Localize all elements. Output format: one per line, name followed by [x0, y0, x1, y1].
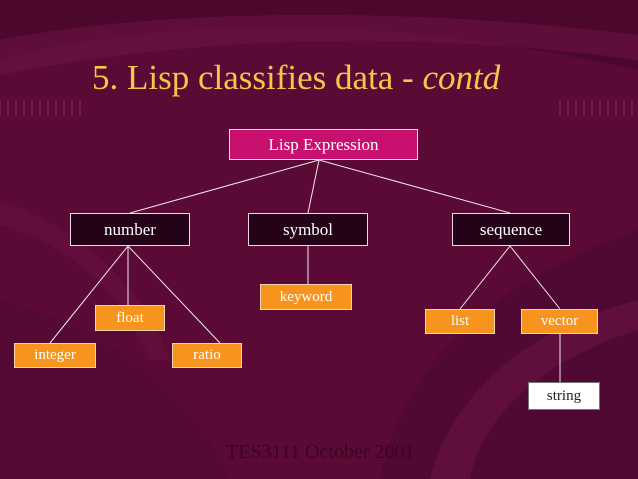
node-number: number	[70, 213, 190, 246]
edge-sequence-list	[459, 245, 511, 310]
node-keyword: keyword	[260, 284, 352, 310]
edge-root-sequence	[318, 159, 511, 214]
node-string: string	[528, 382, 600, 410]
node-vector: vector	[521, 309, 598, 334]
node-symbol: symbol	[248, 213, 368, 246]
node-ratio: ratio	[172, 343, 242, 368]
slide-title: 5. Lisp classifies data - contd	[92, 60, 500, 95]
node-list: list	[425, 309, 495, 334]
node-sequence: sequence	[452, 213, 570, 246]
edge-number-ratio	[127, 245, 221, 344]
title-emphasis: contd	[422, 58, 501, 97]
edge-number-integer	[49, 245, 129, 344]
node-integer: integer	[14, 343, 96, 368]
edge-root-number	[129, 159, 320, 214]
slide-footer: TES3111 October 2001	[226, 441, 415, 463]
edge-root-symbol	[307, 159, 320, 214]
node-lisp-expression: Lisp Expression	[229, 129, 418, 160]
node-float: float	[95, 305, 165, 331]
title-text: 5. Lisp classifies data -	[92, 58, 423, 97]
edge-sequence-vector	[509, 245, 561, 310]
